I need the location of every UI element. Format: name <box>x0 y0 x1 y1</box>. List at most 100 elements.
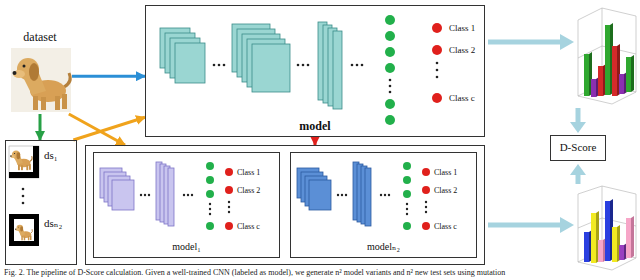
ellipsis-dots <box>144 194 146 196</box>
class-label: Class 2 <box>434 186 457 195</box>
cnn-layers <box>333 31 342 109</box>
ellipsis-dots <box>209 213 211 215</box>
bar-chart-3d <box>605 25 610 95</box>
node-label: model <box>299 120 330 134</box>
ellipsis-dots <box>389 85 392 88</box>
mutated-image <box>9 172 39 178</box>
ellipsis-dots <box>22 195 25 198</box>
mutated-image <box>9 214 39 246</box>
ellipsis-dots <box>425 206 427 208</box>
node-label: model₁ <box>172 241 200 253</box>
bar-chart-3d <box>591 79 596 97</box>
bar-chart-3d <box>591 213 596 263</box>
mutated-image <box>14 219 34 241</box>
neuron <box>403 222 411 230</box>
neuron <box>385 47 395 57</box>
flow-arrow <box>576 108 581 124</box>
bar-chart-3d <box>626 57 631 92</box>
model-variant-box: Class 1Class 2Class cmodelₙ₂ <box>290 152 477 258</box>
flow-arrow <box>488 223 562 228</box>
ellipsis-dots <box>228 201 230 203</box>
neuron <box>206 222 214 230</box>
ellipsis-dots <box>22 188 25 205</box>
model-variant-box: Class 1Class 2Class cmodel₁ <box>93 152 280 258</box>
ellipsis-dots <box>436 62 439 65</box>
ellipsis-dots <box>380 194 382 196</box>
ellipsis-dots <box>209 208 211 210</box>
neuron <box>206 176 214 184</box>
output-neuron <box>432 93 442 103</box>
ellipsis-dots <box>183 194 185 196</box>
class-label: Class 2 <box>237 186 260 195</box>
ellipsis-dots <box>213 62 439 94</box>
ellipsis-dots <box>356 64 359 67</box>
bar-chart-3d <box>631 55 634 92</box>
output-neuron <box>225 186 233 194</box>
output-neuron <box>422 186 430 194</box>
neuron <box>403 176 411 184</box>
cnn-layers <box>112 180 134 210</box>
class-label: Class 1 <box>434 168 457 177</box>
node-label: modelₙ₂ <box>367 241 400 253</box>
flow-arrow <box>570 164 586 175</box>
class-label: Class 2 <box>449 45 475 55</box>
dataset-photo <box>11 48 71 112</box>
ellipsis-dots <box>213 64 216 67</box>
output-neuron <box>225 168 233 176</box>
bar-chart-3d <box>598 66 603 96</box>
bar-chart-3d <box>584 232 589 262</box>
arrow-connector <box>39 114 42 140</box>
bar-chart-3d <box>626 218 631 258</box>
cnn-layers <box>297 162 371 226</box>
node-label: D-Score <box>560 141 597 154</box>
class-label: Class 1 <box>449 23 475 33</box>
bar-chart-3d <box>619 245 624 260</box>
class-label: Class 1 <box>237 168 260 177</box>
mutated-image <box>9 146 39 178</box>
class-label: dsₙ₂ <box>44 217 62 230</box>
neuron <box>206 162 214 170</box>
bar-chart-3d <box>578 186 636 262</box>
ellipsis-dots <box>302 64 305 67</box>
ellipsis-dots <box>406 208 408 210</box>
bar-chart-3d <box>619 74 624 94</box>
output-neuron <box>422 222 430 230</box>
neuron <box>206 162 214 230</box>
bar-chart-3d <box>578 8 636 104</box>
neuron <box>385 63 395 73</box>
flow-arrow <box>560 217 574 233</box>
variant-group-box: Class 1Class 2Class cmodel₁Class 1Class … <box>85 145 485 265</box>
ellipsis-dots <box>307 64 310 67</box>
neuron <box>385 31 395 41</box>
bar-chart-3d <box>578 8 636 104</box>
ellipsis-dots <box>140 194 142 196</box>
node-label: dataset <box>23 31 56 45</box>
mutated-image <box>15 225 32 241</box>
bar-chart-3d <box>612 46 617 96</box>
output-neuron <box>432 23 442 103</box>
output-neuron <box>225 222 233 230</box>
bar-chart-3d <box>578 186 636 270</box>
caption-area: Fig. 2. The pipeline of D-Score calculat… <box>4 268 505 278</box>
ellipsis-dots <box>148 194 150 196</box>
ellipsis-dots <box>425 211 427 213</box>
bar-chart-3d <box>578 8 636 96</box>
bar-chart-3d <box>578 186 636 270</box>
class-label: ds₁ <box>44 149 58 162</box>
ellipsis-dots <box>345 194 347 196</box>
ellipsis-dots <box>406 203 408 205</box>
cnn-layers <box>365 168 371 226</box>
ellipsis-dots <box>228 211 230 213</box>
ellipsis-dots <box>425 201 427 203</box>
flow-arrow <box>488 40 562 45</box>
bar-chart-3d <box>631 216 634 258</box>
ellipsis-dots <box>341 194 343 196</box>
bar-chart-3d <box>612 227 617 262</box>
ellipsis-dots <box>436 69 439 72</box>
output-neuron <box>432 45 442 55</box>
class-label: Class c <box>449 93 475 103</box>
output-neuron <box>422 168 430 230</box>
ellipsis-dots <box>351 64 354 67</box>
